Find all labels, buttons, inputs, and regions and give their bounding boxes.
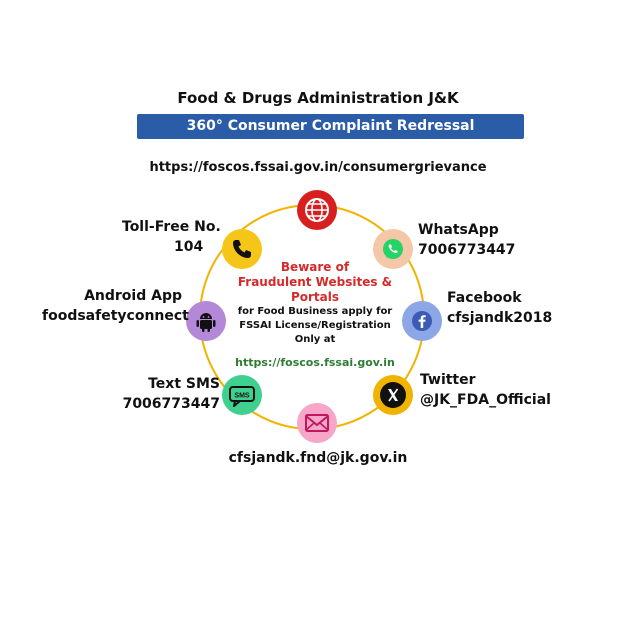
twitter-label: Twitter @JK_FDA_Official [420,370,551,410]
whatsapp-icon[interactable] [373,229,413,269]
whatsapp-title: WhatsApp [418,222,499,238]
fssai-url[interactable]: https://foscos.fssai.gov.in [235,356,395,369]
phone-icon[interactable] [222,229,262,269]
facebook-handle[interactable]: cfsjandk2018 [447,310,553,326]
tollfree-title: Toll-Free No. [122,219,221,235]
globe-icon[interactable] [297,190,337,230]
license-text: for Food Business apply for FSSAI Licens… [228,305,402,347]
email-address[interactable]: cfsjandk.fnd@jk.gov.in [228,450,408,466]
license-line-2: FSSAI License/Registration [239,320,391,331]
warning-text: Beware of Fraudulent Websites & Portals [230,260,400,305]
whatsapp-number[interactable]: 7006773447 [418,242,516,258]
page-title: Food & Drugs Administration J&K [177,89,459,107]
svg-text:SMS: SMS [234,393,250,400]
sms-title: Text SMS [148,376,220,392]
twitter-handle[interactable]: @JK_FDA_Official [420,392,551,408]
android-app-name[interactable]: foodsafetyconnect [42,308,189,324]
grievance-url[interactable]: https://foscos.fssai.gov.in/consumergrie… [149,160,487,175]
envelope-icon[interactable] [297,403,337,443]
warning-line-1: Beware of [280,260,350,274]
license-line-1: for Food Business apply for [237,306,393,317]
warning-line-2: Fraudulent Websites & Portals [237,275,393,304]
tollfree-number[interactable]: 104 [174,239,204,255]
twitter-title: Twitter [420,372,476,388]
android-label: Android App foodsafetyconnect [42,286,189,326]
license-line-3: Only at [294,334,336,345]
android-title: Android App [84,288,182,304]
facebook-icon[interactable] [402,301,442,341]
sms-label: Text SMS 7006773447 [120,374,220,414]
facebook-title: Facebook [447,290,522,306]
whatsapp-label: WhatsApp 7006773447 [418,220,515,260]
sms-icon[interactable]: SMS [222,375,262,415]
tollfree-label: Toll-Free No. 104 [122,217,221,257]
banner: 360° Consumer Complaint Redressal Mercha… [137,114,524,159]
facebook-label: Facebook cfsjandk2018 [447,288,552,328]
sms-number[interactable]: 7006773447 [122,396,220,412]
x-icon[interactable] [373,375,413,415]
android-icon[interactable] [186,301,226,341]
